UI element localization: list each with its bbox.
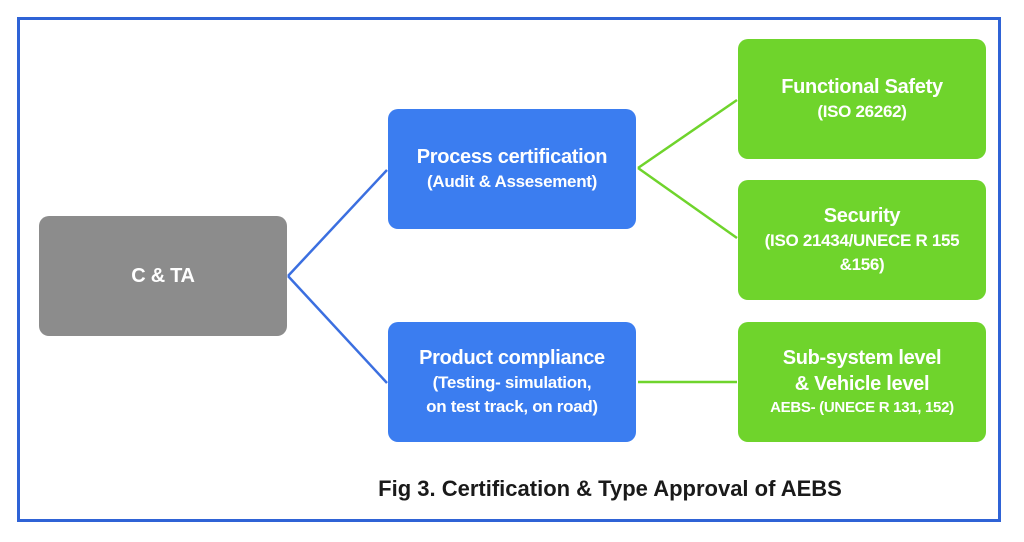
connector-process-to-functional-safety bbox=[637, 98, 738, 170]
connector-root-to-process bbox=[287, 169, 388, 277]
product-title: Product compliance bbox=[419, 347, 605, 369]
security-line2: (ISO 21434/UNECE R 155 bbox=[764, 231, 960, 250]
subsystem-node: Sub-system level & Vehicle level AEBS- (… bbox=[738, 322, 986, 442]
process-title: Process certification bbox=[416, 146, 608, 168]
figure-caption: Fig 3. Certification & Type Approval of … bbox=[378, 476, 842, 501]
root-label: C & TA bbox=[131, 265, 195, 287]
connector-root-to-product bbox=[287, 275, 388, 384]
functional-safety-subtitle: (ISO 26262) bbox=[817, 102, 907, 121]
functional-safety-node: Functional Safety (ISO 26262) bbox=[738, 39, 986, 159]
subsystem-line1: Sub-system level bbox=[782, 347, 942, 369]
connector-process-to-security bbox=[637, 166, 738, 240]
process-subtitle: (Audit & Assesement) bbox=[426, 172, 597, 191]
security-node: Security (ISO 21434/UNECE R 155 &156) bbox=[738, 180, 986, 300]
security-title: Security bbox=[823, 205, 901, 227]
product-line2: (Testing- simulation, bbox=[432, 373, 592, 392]
product-compliance-node: Product compliance (Testing- simulation,… bbox=[388, 322, 636, 442]
root-node: C & TA bbox=[39, 216, 287, 336]
process-certification-node: Process certification (Audit & Assesemen… bbox=[388, 109, 636, 229]
subsystem-line3: AEBS- (UNECE R 131, 152) bbox=[770, 399, 954, 416]
product-line3: on test track, on road) bbox=[426, 397, 598, 416]
security-line3: &156) bbox=[839, 255, 885, 274]
subsystem-line2: & Vehicle level bbox=[794, 373, 930, 395]
functional-safety-title: Functional Safety bbox=[781, 76, 943, 98]
